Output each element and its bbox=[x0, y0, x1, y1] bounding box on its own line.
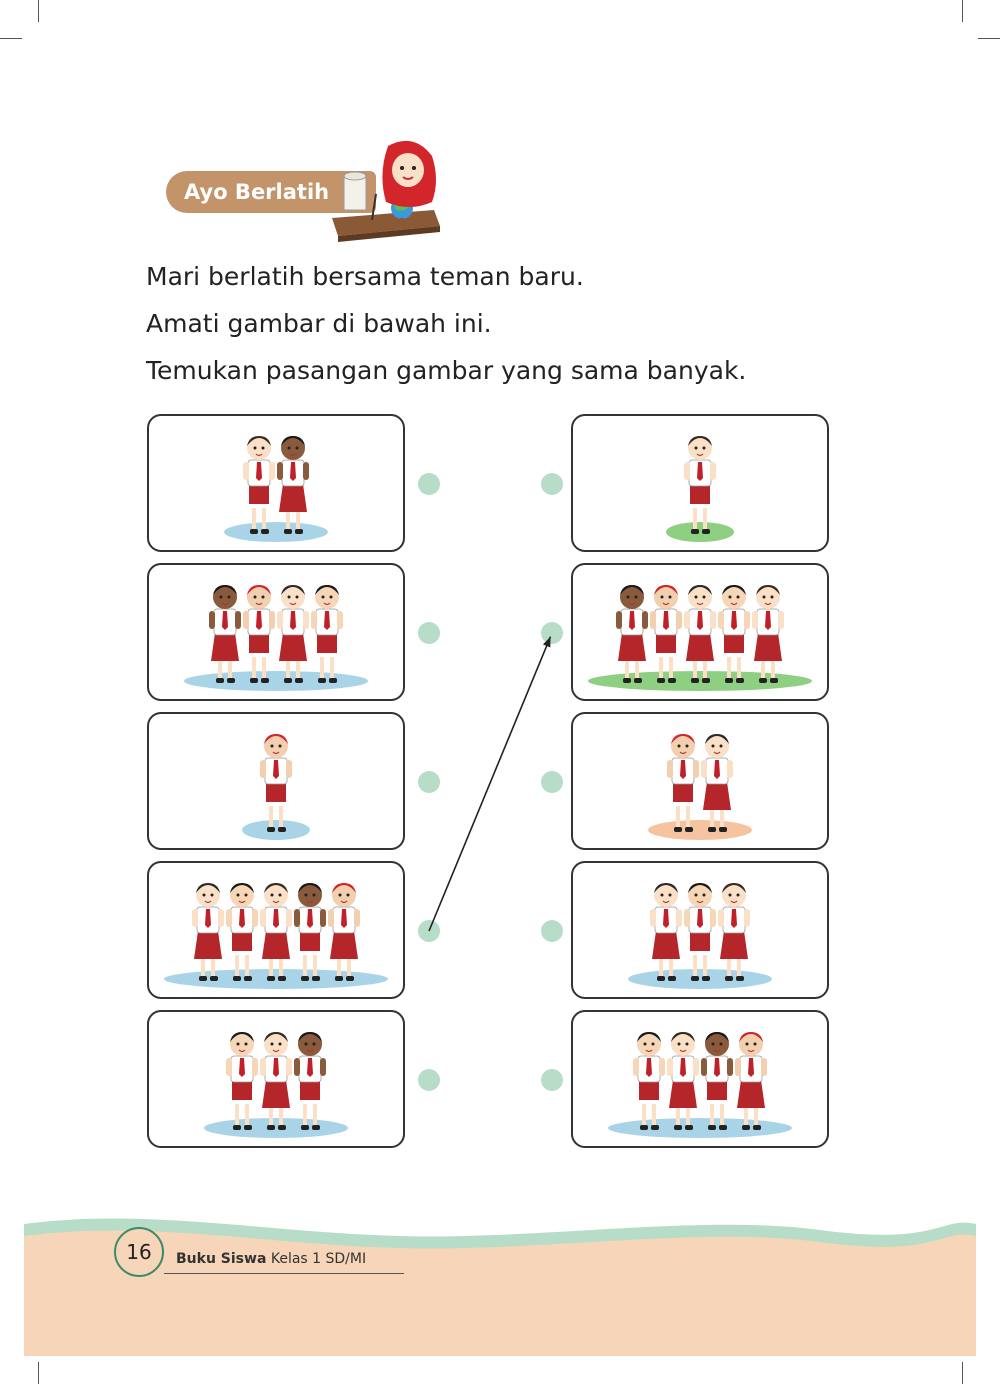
right-connect-dot-1[interactable] bbox=[541, 473, 563, 495]
instruction-line-1: Mari berlatih bersama teman baru. bbox=[146, 262, 584, 291]
footer-band bbox=[24, 1218, 976, 1356]
left-card-5[interactable] bbox=[147, 1010, 405, 1148]
left-card-4[interactable] bbox=[147, 861, 405, 999]
page-number-text: 16 bbox=[126, 1240, 152, 1264]
crop-mark bbox=[962, 1362, 963, 1384]
left-connect-dot-3[interactable] bbox=[418, 771, 440, 793]
right-card-4[interactable] bbox=[571, 861, 829, 999]
right-card-5[interactable] bbox=[571, 1010, 829, 1148]
left-card-1[interactable] bbox=[147, 414, 405, 552]
students-group-icon bbox=[628, 883, 772, 989]
students-group-icon bbox=[164, 883, 388, 989]
instruction-line-3: Temukan pasangan gambar yang sama banyak… bbox=[146, 356, 747, 385]
instruction-line-2: Amati gambar di bawah ini. bbox=[146, 309, 492, 338]
right-connect-dot-5[interactable] bbox=[541, 1069, 563, 1091]
students-group-icon bbox=[588, 585, 812, 691]
section-badge: Ayo Berlatih bbox=[166, 171, 376, 213]
left-connect-dot-1[interactable] bbox=[418, 473, 440, 495]
crop-mark bbox=[38, 0, 39, 22]
girl-at-desk-icon bbox=[332, 140, 440, 242]
students-group-icon bbox=[648, 734, 752, 840]
section-badge-label: Ayo Berlatih bbox=[184, 180, 330, 204]
student-icon bbox=[242, 734, 310, 840]
footer-rule bbox=[164, 1273, 404, 1274]
crop-mark bbox=[0, 38, 22, 39]
right-card-1[interactable] bbox=[571, 414, 829, 552]
right-card-3[interactable] bbox=[571, 712, 829, 850]
book-title-rest: Kelas 1 SD/MI bbox=[266, 1251, 367, 1267]
crop-mark bbox=[962, 0, 963, 22]
left-card-3[interactable] bbox=[147, 712, 405, 850]
left-connect-dot-5[interactable] bbox=[418, 1069, 440, 1091]
students-group-icon bbox=[204, 1032, 348, 1138]
left-card-2[interactable] bbox=[147, 563, 405, 701]
book-title-bold: Buku Siswa bbox=[176, 1251, 267, 1267]
page-number: 16 bbox=[114, 1227, 164, 1277]
student-icon bbox=[666, 436, 734, 542]
left-connect-dot-2[interactable] bbox=[418, 622, 440, 644]
right-connect-dot-3[interactable] bbox=[541, 771, 563, 793]
students-group-icon bbox=[184, 585, 368, 691]
students-group-icon bbox=[608, 1032, 792, 1138]
right-connect-dot-2[interactable] bbox=[541, 622, 563, 644]
book-title: Buku Siswa Kelas 1 SD/MI bbox=[176, 1251, 366, 1267]
right-card-2[interactable] bbox=[571, 563, 829, 701]
crop-mark bbox=[38, 1362, 39, 1384]
crop-mark bbox=[978, 38, 1000, 39]
right-connect-dot-4[interactable] bbox=[541, 920, 563, 942]
left-connect-dot-4[interactable] bbox=[418, 920, 440, 942]
students-group-icon bbox=[224, 436, 328, 542]
